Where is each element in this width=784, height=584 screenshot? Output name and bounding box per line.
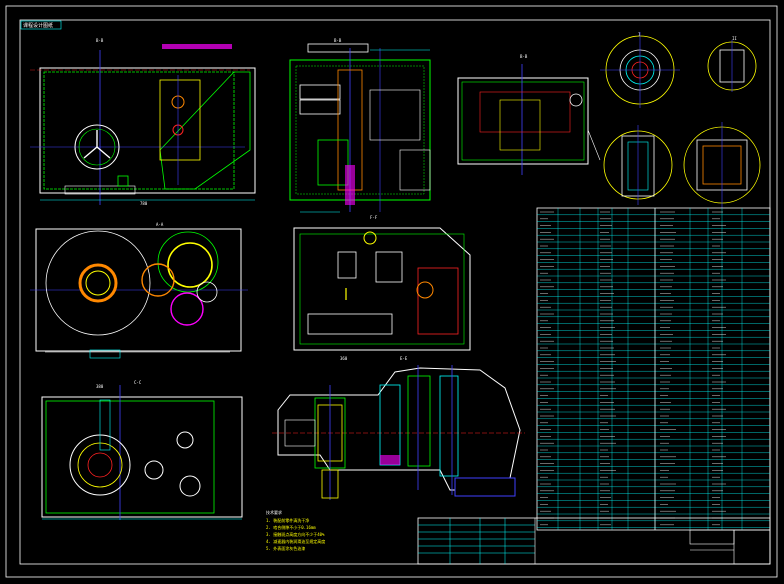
- view-middle-plan: F-F 360: [293, 215, 471, 361]
- view-label-mid-top: B-B: [334, 38, 342, 43]
- tech-req-line-2: 2. 啮合侧隙不小于0.16mm: [266, 524, 316, 530]
- corner-tag-text: 课程设计图纸: [23, 22, 53, 29]
- view-right-section: B-B: [457, 54, 601, 175]
- view-label-section-cc: C-C: [134, 380, 142, 385]
- view-label-right-top: B-B: [520, 54, 528, 59]
- tech-req-line-5: 5. 外表面涂灰色油漆: [266, 545, 305, 551]
- parts-list-table: [536, 207, 771, 531]
- view-side-section: B-B: [289, 38, 431, 213]
- view-top-left-plan: B-B 780: [30, 38, 256, 206]
- inner-frame: [19, 19, 771, 565]
- detail-views-top-right: I II: [600, 32, 761, 208]
- dim-label-width-mid: 360: [340, 356, 348, 361]
- view-label-mid-plan: F-F: [370, 215, 378, 220]
- dim-label-width-lower: 380: [96, 384, 104, 389]
- tech-req-line-4: 4. 减速器内装润滑油至规定高度: [266, 538, 325, 544]
- tech-req-title: 技术要求: [266, 509, 282, 515]
- dim-label-width-top: 780: [140, 201, 148, 206]
- view-section-aa: A-A: [30, 222, 248, 359]
- tech-req-line-3: 3. 接触斑点高度方向不少于40%: [266, 531, 325, 537]
- view-label-lower-mid: E-E: [400, 356, 408, 361]
- view-label-section-aa: A-A: [156, 222, 164, 227]
- outer-frame: [5, 5, 778, 578]
- tech-req-line-1: 1. 装配前零件清洗干净: [266, 517, 309, 523]
- view-lower-assembly: E-E: [272, 356, 525, 500]
- title-block: [417, 517, 771, 565]
- view-label-detail-a: I: [638, 32, 641, 37]
- parts-table-border: [536, 207, 771, 531]
- view-section-cc: C-C 380: [41, 380, 243, 520]
- view-label-detail-b: II: [732, 36, 737, 41]
- corner-tag: 课程设计图纸: [20, 20, 62, 30]
- technical-requirements: 技术要求 1. 装配前零件清洗干净 2. 啮合侧隙不小于0.16mm 3. 接触…: [266, 509, 325, 551]
- view-label-top-left: B-B: [96, 38, 104, 43]
